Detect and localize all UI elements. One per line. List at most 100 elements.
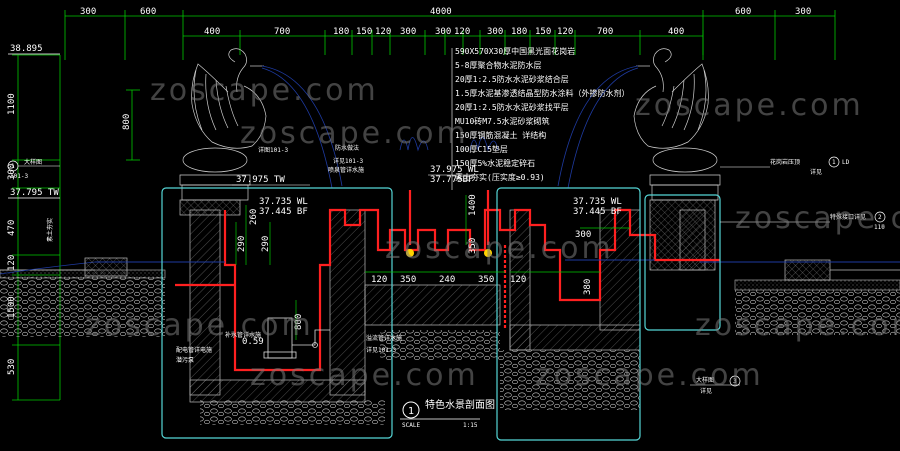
- dim-second-4: 150: [356, 27, 372, 37]
- elevations-inner: 37.975 TW 37.735 WL 37.445 BF 37.975 WL …: [232, 165, 622, 347]
- sec-dim-350c: 350: [478, 275, 494, 285]
- watermark-4: zoscape.com: [385, 231, 614, 266]
- elev-bf-mid: 37.775BF: [430, 175, 473, 185]
- top-dimension-labels: 300 600 4000 600 300 400 700 180 150 120…: [80, 7, 811, 37]
- sec-dim-800: 800: [294, 314, 304, 330]
- sec-dim-240: 240: [439, 275, 455, 285]
- spec-note-2: 5-8厚聚合物水泥防水层: [455, 60, 541, 70]
- note-mid-ref: 详见101-3: [333, 157, 363, 165]
- note-right-detail-num: 2: [878, 214, 882, 221]
- swan-sculpture-right: [633, 48, 721, 201]
- dim-top-5: 300: [795, 7, 811, 17]
- spec-note-6: MU10砖M7.5水泥砂浆砌筑: [455, 116, 550, 126]
- fountain-nozzles: [406, 249, 492, 257]
- dim-second-10: 180: [511, 27, 527, 37]
- swan-sculpture-left: [179, 48, 267, 201]
- sec-dim-120a: 120: [371, 275, 387, 285]
- elevation-tw-left-label: 37.795 TW: [10, 188, 59, 198]
- spec-note-7: 150厚钢筋混凝土 详结构: [455, 130, 546, 140]
- sec-dim-1400: 1400: [468, 194, 478, 216]
- sec-dim-290b: 290: [261, 236, 271, 252]
- detail-boxes: [161, 187, 721, 441]
- section-dimensions: [235, 195, 630, 340]
- top-dimension-row: [64, 10, 836, 60]
- spec-note-8: 100厚C15垫层: [455, 144, 508, 154]
- watermark-7: zoscape.com: [535, 358, 764, 393]
- dim-left-4: 120: [7, 255, 17, 271]
- dim-second-11: 150: [535, 27, 551, 37]
- spec-note-5: 20厚1:2.5防水水泥砂浆找平层: [455, 102, 569, 112]
- title-name: 特色水景剖面图: [425, 398, 495, 411]
- elevation-tw-left: 37.795 TW: [8, 188, 60, 199]
- spec-note-4: 1.5厚水泥基渗透结晶型防水涂料（外掺防水剂）: [455, 88, 629, 98]
- drawing-title: 1 特色水景剖面图 SCALE 1:15: [400, 398, 495, 429]
- title-number: 1: [408, 406, 414, 417]
- dim-left-1: 1100: [7, 93, 17, 115]
- title-scale-value: 1:15: [463, 422, 478, 429]
- dim-second-1: 400: [204, 27, 220, 37]
- note-right-detail: 特殊接口详见: [830, 213, 866, 221]
- left-dimension-column: [12, 54, 140, 401]
- elev-bf-right: 37.445 BF: [573, 207, 622, 217]
- sec-dim-260: 260: [249, 209, 259, 225]
- dim-second-7: 300: [435, 27, 451, 37]
- title-scale-label: SCALE: [402, 422, 420, 429]
- elev-bf-left: 37.445 BF: [259, 207, 308, 217]
- dim-second-12: 120: [557, 27, 573, 37]
- dim-left-inner: 800: [122, 114, 132, 130]
- elev-tw-mid: 37.975 TW: [236, 175, 285, 185]
- watermark-3: zoscape.com: [85, 308, 314, 343]
- dim-second-9: 300: [487, 27, 503, 37]
- dim-top-2: 600: [140, 7, 156, 17]
- elev-wl-mid: 37.975 WL: [430, 165, 479, 175]
- note-ref-1013a: 详图101-3: [258, 146, 288, 154]
- note-stone-ref: 详见: [810, 168, 822, 176]
- note-pump: 潜污泵: [176, 356, 194, 364]
- dim-left-3: 470: [7, 220, 17, 236]
- note-right-detail-ref: 110: [874, 224, 885, 231]
- dim-second-2: 700: [274, 27, 290, 37]
- detail-left-ref: 101-3: [10, 173, 28, 180]
- elev-wl-left: 37.735 WL: [259, 197, 308, 207]
- spec-note-1: 590X570X30厚中国黑光面花岗岩: [455, 46, 575, 56]
- note-lower-right: 大样图: [696, 376, 714, 384]
- ground-right: [734, 259, 900, 335]
- note-ref-1013b: 详见101-3: [366, 346, 396, 354]
- elev-pipe: 0.59: [242, 337, 264, 347]
- elev-wl-right: 37.735 WL: [573, 197, 622, 207]
- dim-second-5: 120: [375, 27, 391, 37]
- watermark-8: zoscape.com: [735, 201, 900, 236]
- section-dim-labels: 290 290 260 350 1400 300 800 120 350 240…: [237, 194, 593, 330]
- spec-note-10: 素土夯实(压实度≥0.93): [455, 172, 545, 182]
- sec-dim-120b: 120: [510, 275, 526, 285]
- dim-second-3: 180: [333, 27, 349, 37]
- note-pipe-in: 补水管详水施: [225, 331, 261, 339]
- waterproof-layer: [175, 190, 720, 372]
- note-stone-right: 花岗岩压顶: [770, 158, 800, 166]
- note-lower-right-num: 3: [733, 378, 737, 385]
- detail-left-num: 1: [11, 163, 15, 170]
- sec-dim-290a: 290: [237, 236, 247, 252]
- detail-callout-left: 1 大样图 101-3: [7, 158, 60, 180]
- dim-second-8: 120: [454, 27, 470, 37]
- dim-second-14: 400: [668, 27, 684, 37]
- sec-dim-300: 300: [575, 230, 591, 240]
- dim-left-2: 300: [7, 164, 17, 180]
- sec-dim-350: 350: [468, 238, 478, 254]
- spec-notes: 590X570X30厚中国黑光面花岗岩 5-8厚聚合物水泥防水层 20厚1:2.…: [451, 46, 629, 190]
- watermark-6: zoscape.com: [250, 358, 479, 393]
- sec-dim-350b: 350: [400, 275, 416, 285]
- left-vertical-note: 素土夯实: [46, 218, 54, 242]
- elevation-top: 38.895: [8, 44, 60, 55]
- note-num-right-sub: LD: [842, 159, 850, 166]
- watermark-9: zoscape.com: [240, 116, 469, 151]
- dim-left-6: 530: [7, 359, 17, 375]
- watermarks: zoscape.com zoscape.com zoscape.com zosc…: [85, 73, 900, 393]
- note-lower-right-ref: 详见: [700, 387, 712, 395]
- sec-dim-380: 380: [583, 279, 593, 295]
- note-elec: 配电管详电施: [176, 346, 212, 354]
- dim-second-6: 300: [400, 27, 416, 37]
- spec-note-3: 20厚1:2.5防水水泥砂浆结合层: [455, 74, 569, 84]
- watermark-5: zoscape.com: [695, 308, 900, 343]
